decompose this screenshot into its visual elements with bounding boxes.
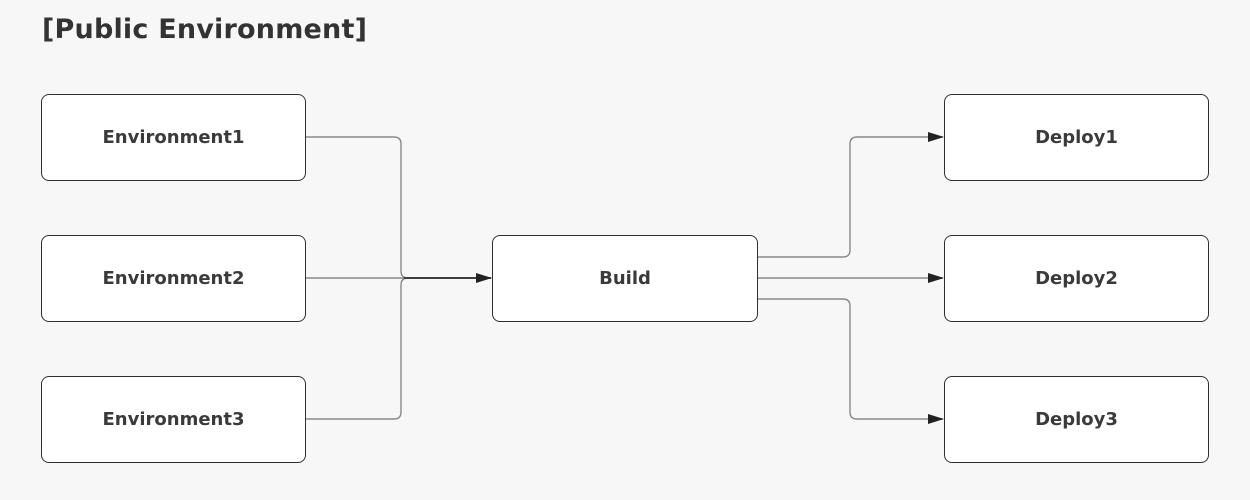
diagram-title: [Public Environment]: [42, 14, 368, 45]
edge-build-deploy3: [758, 298, 944, 424]
build-node: Build: [492, 235, 758, 322]
edge-environment1-build: [306, 136, 491, 279]
environment2-node: Environment2: [41, 235, 306, 322]
deploy1-node: Deploy1: [944, 94, 1209, 181]
environment3-node: Environment3: [41, 376, 306, 463]
edge-environment3-build: [306, 277, 491, 420]
environment1-node: Environment1: [41, 94, 306, 181]
edge-build-deploy1: [758, 132, 944, 258]
deploy2-node: Deploy2: [944, 235, 1209, 322]
deploy3-node: Deploy3: [944, 376, 1209, 463]
